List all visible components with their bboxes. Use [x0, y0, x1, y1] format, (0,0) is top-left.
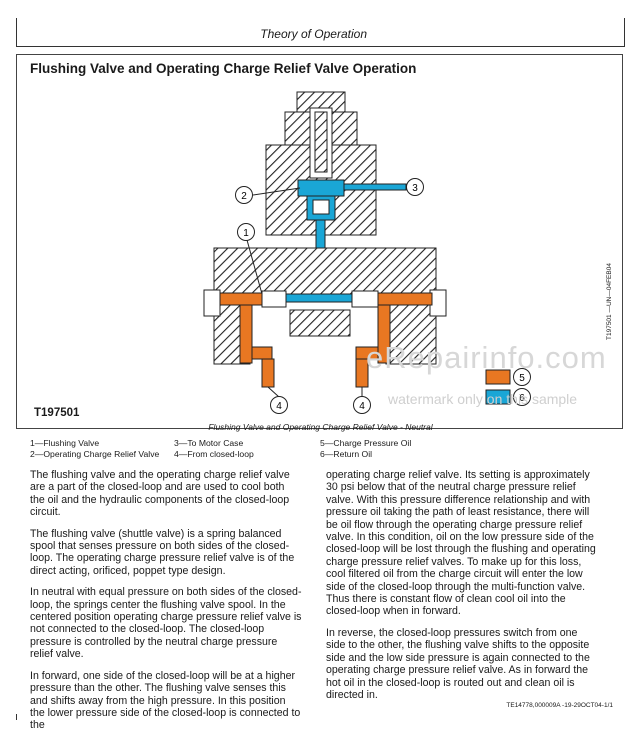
legend-item: 6—Return Oil: [320, 449, 373, 459]
paragraph: In forward, one side of the closed-loop …: [30, 669, 301, 732]
legend-item: 2—Operating Charge Relief Valve: [30, 449, 160, 459]
svg-text:6: 6: [519, 393, 525, 404]
figure-id: T197501: [34, 407, 80, 419]
svg-text:4: 4: [359, 401, 365, 412]
paragraph: In neutral with equal pressure on both s…: [30, 586, 302, 661]
figure-panel: [16, 54, 623, 429]
legend-item: 4—From closed-loop: [174, 449, 254, 459]
callout-4-left: 4: [267, 386, 288, 414]
figure-caption: Flushing Valve and Operating Charge Reli…: [208, 422, 433, 432]
paragraph: The flushing valve and the operating cha…: [30, 469, 290, 519]
section-title: Theory of Operation: [260, 27, 367, 41]
charge-pressure-passages: [219, 292, 433, 388]
watermark-subtext: watermark only on this sample: [388, 391, 578, 407]
header-rule: [16, 46, 625, 47]
callout-1: 1: [237, 223, 263, 295]
header-left-rule: [16, 18, 17, 46]
bottom-margin-mark: [16, 714, 17, 720]
paragraph: operating charge relief valve. Its setti…: [326, 469, 596, 618]
callout-2: 2: [235, 186, 301, 204]
body-column-right: operating charge relief valve. Its setti…: [326, 469, 598, 710]
footer-code: TE14778,000009A -19-29OCT04-1/1: [506, 702, 613, 709]
legend-item: 3—To Motor Case: [174, 438, 244, 448]
legend-col-1: 1—Flushing Valve 2—Operating Charge Reli…: [30, 438, 159, 460]
callout-3: 3: [406, 178, 424, 196]
svg-text:3: 3: [412, 183, 418, 194]
header-right-rule: [624, 18, 625, 46]
body-column-left: The flushing valve and the operating cha…: [30, 469, 302, 741]
legend-item: 1—Flushing Valve: [30, 438, 100, 448]
legend-col-3: 5—Charge Pressure Oil 6—Return Oil: [320, 438, 411, 460]
color-key: 5 6: [485, 368, 531, 406]
svg-text:4: 4: [276, 401, 282, 412]
paragraph: In reverse, the closed-loop pressures sw…: [326, 626, 590, 701]
flushing-valve-spool: [261, 290, 379, 308]
svg-text:5: 5: [519, 373, 525, 384]
charge-pressure-swatch: [485, 369, 511, 385]
legend-col-2: 3—To Motor Case 4—From closed-loop: [174, 438, 254, 460]
watermark: eRepairinfo.com: [366, 340, 607, 375]
legend-item: 5—Charge Pressure Oil: [320, 438, 412, 448]
return-oil-swatch: [485, 389, 511, 405]
figure-side-id: T197501 —UN—04FEB04: [606, 263, 613, 340]
svg-text:2: 2: [241, 191, 247, 202]
callout-4-right: 4: [353, 387, 371, 414]
figure-title: Flushing Valve and Operating Charge Reli…: [30, 61, 417, 76]
paragraph: The flushing valve (shuttle valve) is a …: [30, 527, 295, 577]
svg-text:1: 1: [243, 228, 249, 239]
